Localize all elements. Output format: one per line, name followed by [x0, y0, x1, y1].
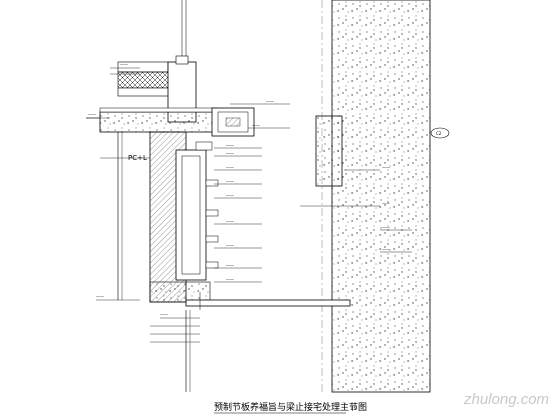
note: ——	[226, 219, 234, 224]
sill-detail	[185, 292, 351, 392]
note: ——	[226, 193, 234, 198]
note: ——	[382, 247, 390, 252]
drawing-title: 预制节板养福旨与梁止接宅处理主节图	[214, 401, 367, 413]
roof-layers	[117, 0, 197, 123]
annotations: —— —— —— —— —— —— —— —— —— —— —— —— —— —…	[88, 62, 390, 317]
note: ——	[226, 277, 234, 282]
note: ——	[382, 165, 390, 170]
note: ——	[252, 123, 260, 128]
interior-frame	[100, 132, 150, 300]
note: ——	[382, 225, 390, 230]
note: ——	[96, 294, 104, 299]
note: ——	[120, 62, 128, 67]
wall-bracket	[315, 115, 343, 187]
floor-slab	[86, 107, 219, 133]
precast-panel	[149, 131, 219, 303]
concrete-wall	[321, 0, 431, 393]
watermark: zhulong.com	[463, 391, 549, 408]
window-head-detail	[211, 107, 255, 137]
note: ——	[226, 151, 234, 156]
detail-tag: C2	[430, 127, 450, 139]
note: ——	[266, 99, 274, 104]
drawing-scale: 1:5	[350, 406, 357, 411]
detail-tag-label: C2	[436, 131, 442, 136]
note: ——	[382, 201, 390, 206]
note: ——	[226, 143, 234, 148]
note: ——	[226, 165, 234, 170]
floor-mark: PC+L	[128, 154, 147, 162]
note: ——	[88, 112, 96, 117]
leader-lines	[86, 67, 412, 343]
drawing-title-block: 预制节板养福旨与梁止接宅处理主节图 1:5	[214, 401, 367, 414]
note: ——	[226, 179, 234, 184]
note: ——	[160, 312, 168, 317]
note: ——	[226, 263, 234, 268]
note: ——	[226, 243, 234, 248]
note: ——	[120, 69, 128, 74]
